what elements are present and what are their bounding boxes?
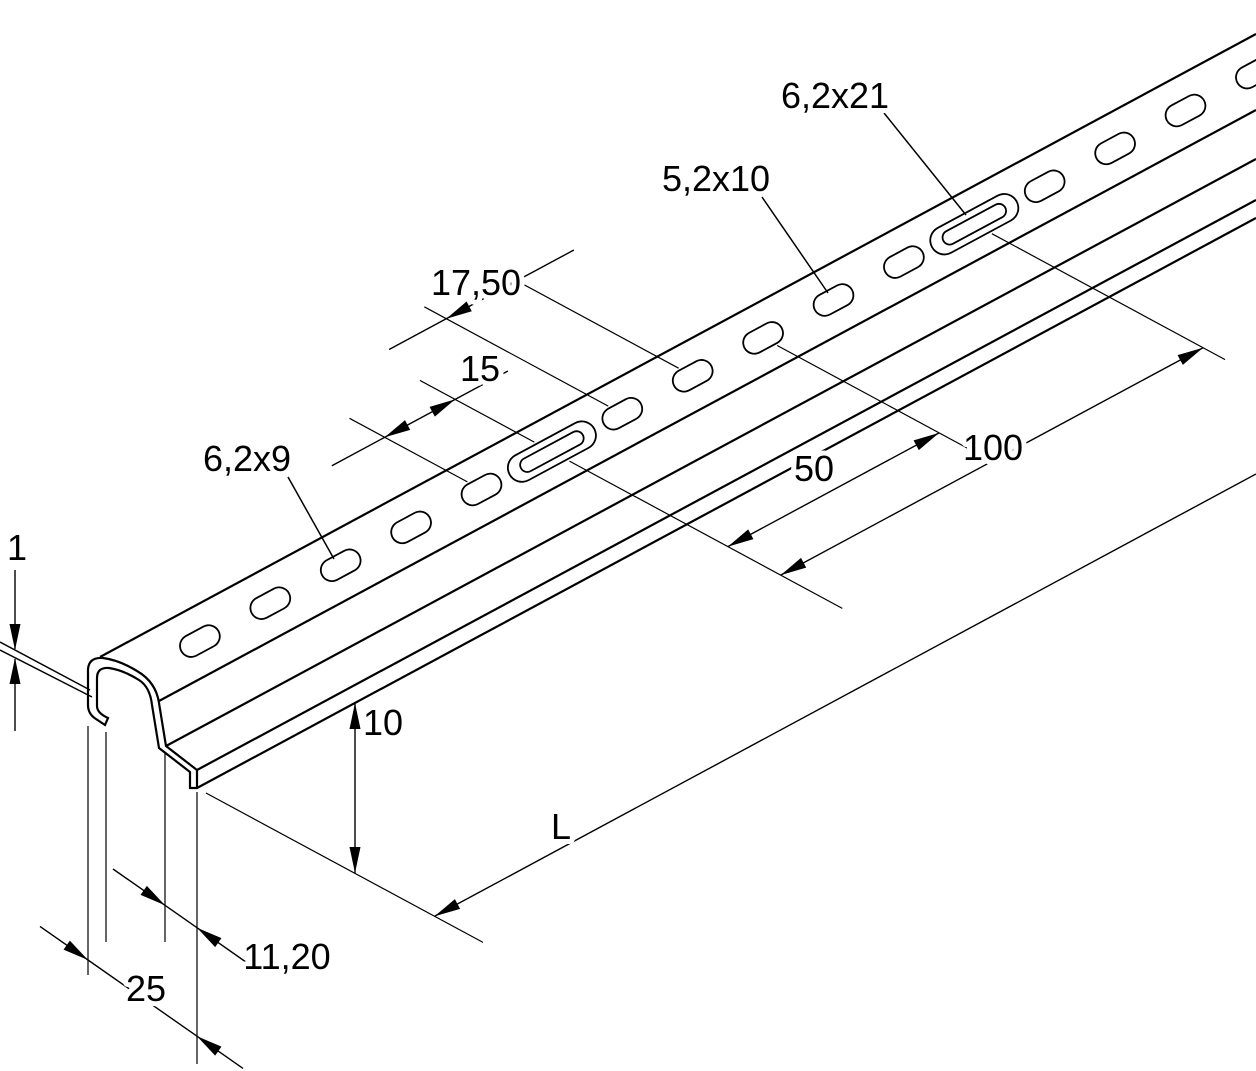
rail-flange-corner-edge <box>196 199 1256 771</box>
extension-line <box>205 792 484 943</box>
slot-small-fill <box>603 398 642 429</box>
arrow-100-left <box>780 557 807 576</box>
extension-line <box>349 417 468 483</box>
extension-line <box>569 460 843 609</box>
label-slot-tiny: 6,2x9 <box>203 438 291 479</box>
extension-line <box>494 268 679 369</box>
label-spacing-100: 100 <box>963 427 1023 468</box>
dim-line-spacing-100 <box>780 347 1204 576</box>
arrow-lip-top <box>349 703 361 729</box>
slot-small-fill <box>884 247 923 278</box>
slot-small-fill <box>1236 60 1256 88</box>
extension-line <box>991 233 1226 361</box>
rail-front-bottom-edge <box>165 158 1256 747</box>
rail-geometry <box>0 33 1256 1069</box>
slot-small-fill <box>180 626 219 657</box>
slot-small-fill <box>673 360 712 391</box>
label-pitch-a: 17,50 <box>431 262 521 303</box>
label-profile-width: 25 <box>126 968 166 1009</box>
rail-top-back-edge <box>99 33 1256 658</box>
arrow-50-right <box>913 432 940 451</box>
arrow-lip-bottom <box>349 847 361 873</box>
label-length: L <box>551 806 571 847</box>
dimension-labels: 6,2x21 5,2x10 6,2x9 17,50 15 100 50 1 10… <box>2 70 1028 1014</box>
arrow-flange-right <box>197 927 222 948</box>
dim-line-pitch-b <box>331 370 509 467</box>
arrow-pitch-a-right <box>491 280 517 298</box>
arrow-100-right <box>1177 347 1204 365</box>
slot-small-fill <box>251 588 290 619</box>
arrow-thickness-bottom <box>9 658 21 684</box>
label-slot-large: 6,2x21 <box>781 75 889 116</box>
rail-flange-bottom-edge <box>196 217 1256 789</box>
dim-line-profile-width <box>87 959 198 1037</box>
label-flange-width: 11,20 <box>243 936 330 977</box>
rail-end-profile <box>86 656 199 790</box>
slot-large-inner-fill <box>521 432 583 472</box>
arrow-width-right <box>197 1036 222 1056</box>
slot-small-fill <box>1096 133 1135 164</box>
dim-line-length <box>434 473 1256 917</box>
sheet-edge-line <box>0 649 93 698</box>
slot-small-fill <box>1166 95 1205 126</box>
slot-small-fill <box>814 285 853 315</box>
extension-line <box>776 344 971 451</box>
slot-small-fill <box>1025 171 1064 202</box>
leader-slot-small <box>761 196 829 294</box>
slot-small-fill <box>392 512 431 543</box>
dim-line-pitch-a <box>388 249 575 351</box>
extension-line <box>419 379 535 443</box>
arrow-pitch-b-right <box>429 399 456 417</box>
slot-small-fill <box>744 322 783 353</box>
dim-line-spacing-50 <box>727 432 940 548</box>
arrow-flange-left <box>140 885 165 906</box>
arrow-width-left <box>63 940 88 960</box>
extension-line <box>424 306 609 407</box>
slot-large-inner-fill <box>943 204 1006 244</box>
label-thickness: 1 <box>7 527 27 568</box>
arrow-length-left <box>434 899 461 917</box>
slot-small-fill <box>462 474 501 505</box>
label-pitch-b: 15 <box>460 348 500 389</box>
leader-slot-large <box>883 112 967 216</box>
rail-top-front-edge <box>158 109 1256 702</box>
arrow-thickness-top <box>9 624 21 650</box>
dim-line-flange-width <box>164 904 198 929</box>
arrow-pitch-a-left <box>446 301 472 319</box>
label-slot-small: 5,2x10 <box>662 158 770 199</box>
label-lip-height: 10 <box>363 702 403 743</box>
arrow-pitch-b-left <box>384 420 411 438</box>
label-spacing-50: 50 <box>794 448 834 489</box>
leader-slot-tiny <box>287 476 335 560</box>
arrow-50-left <box>727 529 754 547</box>
slot-small-fill <box>321 550 360 581</box>
